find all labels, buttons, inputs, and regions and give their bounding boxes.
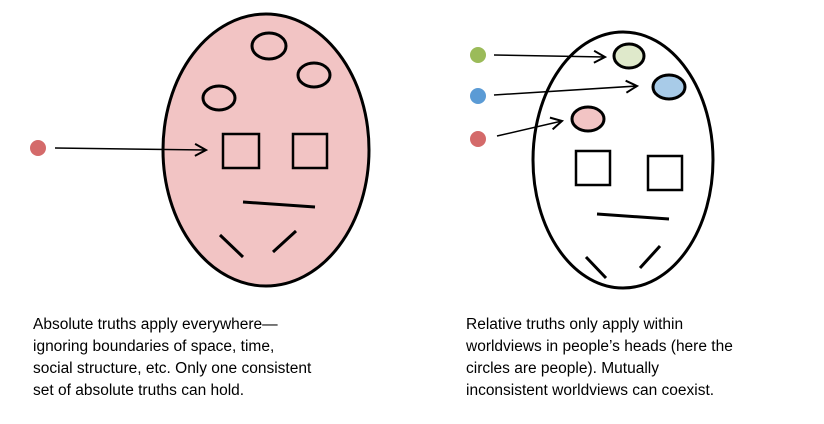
left-hair-circle-3 <box>201 84 237 112</box>
right-beard-stroke-2 <box>638 244 662 270</box>
caption-line: circles are people). Mutually <box>466 360 659 377</box>
left-beard-stroke-2 <box>271 229 298 254</box>
right-beard-stroke-1 <box>584 255 608 280</box>
left-beard-stroke-1 <box>218 233 245 259</box>
caption-line: Relative truths only apply within <box>466 316 684 333</box>
right-eye-right <box>646 154 684 192</box>
right-mouth <box>596 212 670 221</box>
left-mouth <box>242 200 316 209</box>
relative-truths-diagram <box>470 30 715 290</box>
left-hair-circle-2 <box>296 61 332 89</box>
right-hair-circle-pink <box>570 105 606 133</box>
right-hair-circle-blue <box>651 73 687 101</box>
caption-line: Absolute truths apply everywhere— <box>33 316 278 333</box>
blue-person-dot <box>470 88 486 104</box>
red-person-dot <box>30 140 46 156</box>
red-person-dot-right <box>470 131 486 147</box>
caption-line: set of absolute truths can hold. <box>33 382 245 399</box>
absolute-truths-diagram <box>30 12 371 288</box>
absolute-truths-caption: Absolute truths apply everywhere— ignori… <box>33 314 311 402</box>
caption-line: ignoring boundaries of space, time, <box>33 338 275 355</box>
caption-line: worldviews in people’s heads (here the <box>466 338 733 355</box>
right-head <box>531 30 715 290</box>
green-person-dot <box>470 47 486 63</box>
right-eye-left <box>574 149 612 187</box>
absolute-truth-arrow <box>54 148 206 150</box>
blue-person-arrow <box>493 86 637 96</box>
left-hair-circle-1 <box>250 31 288 61</box>
red-person-arrow <box>496 121 562 137</box>
right-hair-circle-green <box>612 42 646 70</box>
green-person-arrow <box>493 55 605 57</box>
relative-truths-caption: Relative truths only apply within worldv… <box>466 314 733 402</box>
left-eye-left <box>221 132 261 170</box>
caption-line: social structure, etc. Only one consiste… <box>33 360 312 377</box>
caption-line: inconsistent worldviews can coexist. <box>466 382 715 399</box>
left-eye-right <box>291 132 329 170</box>
